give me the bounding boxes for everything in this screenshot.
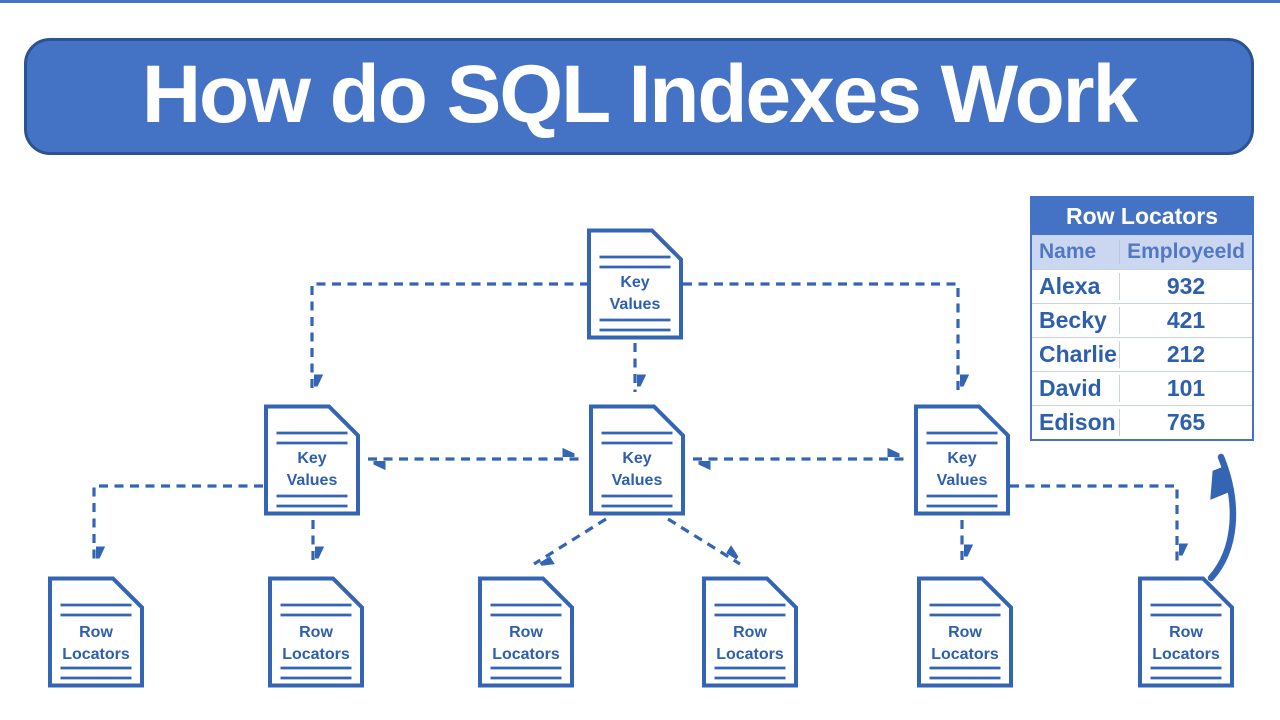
cell-employee-id: 421: [1166, 307, 1206, 333]
cell-name: Charlie: [1032, 341, 1120, 368]
table-row: Edison 765: [1032, 405, 1252, 439]
cell-name: David: [1032, 375, 1120, 402]
document-icon-leaf-5: [917, 576, 1013, 688]
document-icon-leaf-6: [1138, 576, 1234, 688]
table-row: Charlie 212: [1032, 337, 1252, 371]
table-title: Row Locators: [1032, 198, 1252, 235]
column-header-name: Name: [1032, 240, 1120, 264]
document-icon-leaf-3: [478, 576, 574, 688]
cell-name: Edison: [1032, 409, 1120, 436]
document-icon-internal-middle: [589, 404, 685, 516]
table-header-row: Name EmployeeId: [1032, 235, 1252, 269]
connector-right-child-to-leaf6: [1010, 484, 1177, 561]
cell-name: Alexa: [1032, 273, 1120, 300]
connector-root-to-right-child: [683, 282, 958, 392]
leaf-to-table-curved-arrow: [1207, 453, 1237, 582]
cell-name: Becky: [1032, 307, 1120, 334]
page-title: How do SQL Indexes Work: [141, 48, 1138, 140]
row-locators-table: Row Locators Name EmployeeId Alexa 932 B…: [1030, 196, 1254, 441]
document-icon-leaf-4: [702, 576, 798, 688]
cell-employee-id: 101: [1166, 375, 1206, 401]
document-icon-root: [587, 228, 683, 340]
table-row: David 101: [1032, 371, 1252, 405]
connector-root-to-left-child: [310, 282, 589, 392]
cell-employee-id: 932: [1166, 273, 1206, 299]
document-icon-internal-left: [264, 404, 360, 516]
cell-employee-id: 765: [1166, 409, 1206, 435]
table-row: Becky 421: [1032, 303, 1252, 337]
cell-employee-id: 212: [1166, 341, 1206, 367]
table-row: Alexa 932: [1032, 269, 1252, 303]
document-icon-leaf-2: [268, 576, 364, 688]
document-icon-internal-right: [914, 404, 1010, 516]
connector-left-child-to-leaf1: [92, 484, 263, 564]
column-header-employeeid: EmployeeId: [1127, 240, 1245, 263]
document-icon-leaf-1: [48, 576, 144, 688]
title-banner: How do SQL Indexes Work: [24, 38, 1254, 155]
connector-middle-child-to-leaf4: [667, 517, 740, 566]
top-edge-strip: [0, 0, 1280, 3]
connector-middle-child-to-leaf3: [533, 517, 607, 564]
